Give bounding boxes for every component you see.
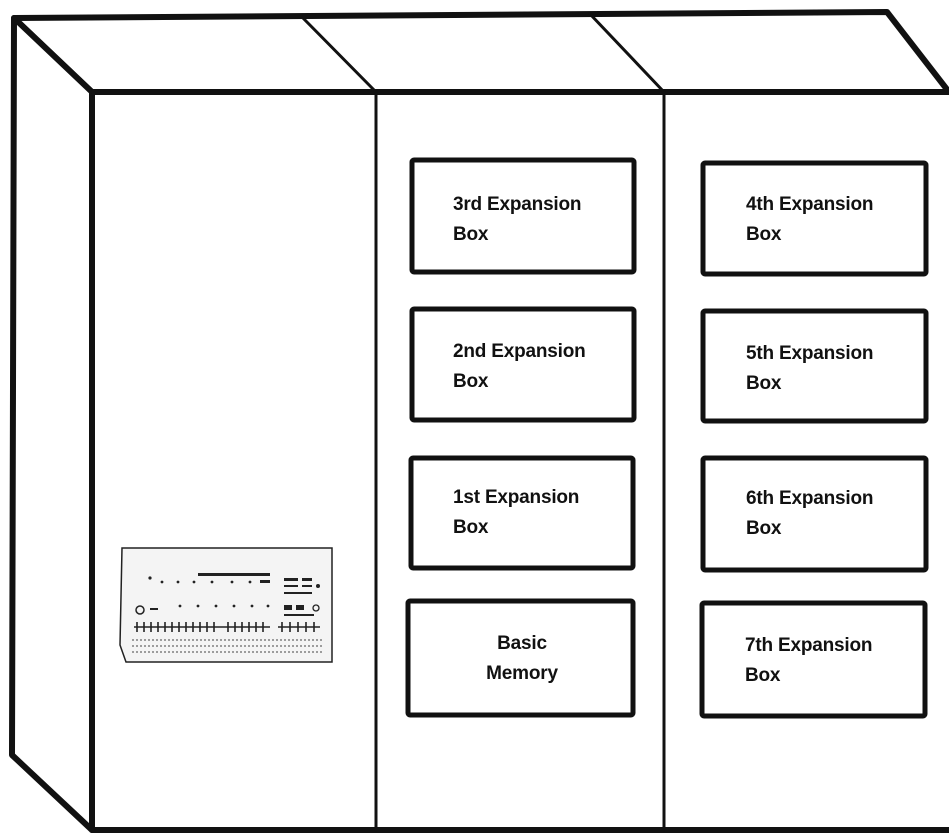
box-label-expansion-1: 1st Expansion Box <box>453 483 579 543</box>
operator-console-panel-icon <box>119 547 333 663</box>
box-outline-expansion-6 <box>700 455 929 573</box>
box-label-line1: 1st Expansion <box>453 487 580 508</box>
box-label-line1: 2nd Expansion <box>453 341 586 362</box>
box-label-line2: Box <box>746 518 782 539</box>
box-label-line1: 6th Expansion <box>746 488 874 509</box>
box-outline-expansion-1 <box>408 455 636 571</box>
cabinet-top <box>11 9 949 95</box>
box-label-line2: Box <box>745 665 781 686</box>
memory-box-outlines <box>405 157 929 719</box>
box-outline-basic-memory <box>405 598 636 718</box>
box-label-expansion-4: 4th Expansion Box <box>746 190 873 250</box>
top-divider-1 <box>299 14 378 94</box>
box-label-expansion-5: 5th Expansion Box <box>746 339 873 399</box>
box-outline-expansion-2 <box>409 306 637 423</box>
box-label-line2: Memory <box>486 663 558 684</box>
box-label-basic-memory: Basic Memory <box>472 629 572 689</box>
box-label-expansion-6: 6th Expansion Box <box>746 484 873 544</box>
box-label-line2: Box <box>453 371 489 392</box>
box-outline-expansion-5 <box>700 308 929 424</box>
box-label-expansion-2: 2nd Expansion Box <box>453 337 586 397</box>
box-label-line2: Box <box>453 224 489 245</box>
box-label-line1: 4th Expansion <box>746 194 874 215</box>
box-outline-expansion-3 <box>409 157 637 275</box>
top-divider-2 <box>588 12 666 94</box>
box-label-line1: 7th Expansion <box>745 635 873 656</box>
box-label-line1: 5th Expansion <box>746 343 874 364</box>
box-label-line2: Box <box>746 224 782 245</box>
box-label-line2: Box <box>746 373 782 394</box>
box-label-line1: 3rd Expansion <box>453 194 582 215</box>
box-outline-expansion-7 <box>699 600 928 719</box>
box-label-line2: Box <box>453 517 489 538</box>
box-label-expansion-3: 3rd Expansion Box <box>453 190 582 250</box>
box-outline-expansion-4 <box>700 160 929 277</box>
box-label-expansion-7: 7th Expansion Box <box>745 631 872 691</box>
box-label-line1: Basic <box>497 633 547 654</box>
cabinet-frame <box>9 9 949 833</box>
cabinet-left-side <box>9 15 95 833</box>
